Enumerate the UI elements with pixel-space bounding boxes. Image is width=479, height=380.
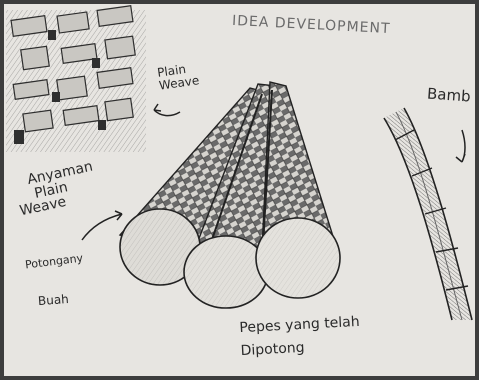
bamboo-stalk-sketch — [384, 108, 472, 320]
buah-label: Buah — [38, 293, 70, 308]
bamboo-label: Bamb — [427, 86, 472, 105]
weave-pattern-sketch — [6, 6, 146, 152]
plain-weave-label: Plain Weave — [156, 61, 200, 92]
arrow-icon — [82, 211, 122, 240]
cut-bamboo-tubes-sketch — [120, 82, 340, 308]
arrow-icon — [154, 104, 180, 116]
pepes-label: Pepes yang telah Dipotong — [239, 315, 361, 359]
